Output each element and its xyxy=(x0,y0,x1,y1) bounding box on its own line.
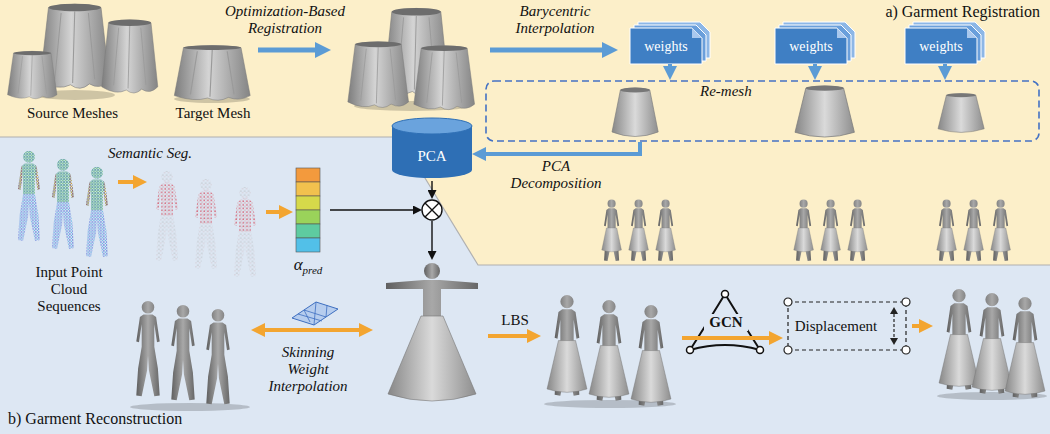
step-label: Barycentric Interpolation xyxy=(505,3,605,37)
offset-arrow xyxy=(890,307,898,314)
text-holder: b) Garment Reconstruction xyxy=(8,410,182,428)
corner-dot xyxy=(784,346,792,354)
dashed-border xyxy=(486,81,1039,141)
panel-ground xyxy=(0,137,1050,434)
input-caption: Input Point Cloud Sequences xyxy=(28,264,110,315)
document-label: weights xyxy=(919,38,963,55)
page-fold xyxy=(967,28,977,38)
text-holder: weights xyxy=(905,28,977,64)
vector-cell xyxy=(296,224,320,238)
text-holder: Re-mesh xyxy=(700,82,752,100)
page-fold xyxy=(837,28,847,38)
subscript-label: pred xyxy=(303,264,323,276)
step-label: LBS xyxy=(490,312,540,329)
text-holder: weights xyxy=(630,28,702,64)
weights-document: weights xyxy=(775,22,855,64)
step-label: Optimization-Based Registration xyxy=(215,3,355,37)
box-label: Displacement xyxy=(795,318,877,335)
page xyxy=(630,28,702,64)
edge-label: PCA Decomposition xyxy=(504,158,608,192)
text-holder: αpred xyxy=(286,256,330,276)
mesh-caption: Target Mesh xyxy=(163,105,263,122)
step-label: Semantic Seg. xyxy=(102,145,198,162)
page-fold xyxy=(692,28,702,38)
corner-dot xyxy=(784,298,792,306)
coefficient-symbol: α xyxy=(294,256,303,273)
offset-arrow xyxy=(893,314,894,338)
vector-cell xyxy=(296,182,320,196)
step-label: Skinning Weight Interpolation xyxy=(262,344,354,395)
panel-border xyxy=(0,137,1050,265)
text-holder: a) Garment Registration xyxy=(885,3,1040,21)
vector-cell xyxy=(296,238,320,252)
page xyxy=(775,28,847,64)
dashed-border xyxy=(788,302,906,350)
vector-cell xyxy=(296,196,320,210)
text-holder: PCA xyxy=(392,134,472,178)
mesh-caption: Source Meshes xyxy=(15,105,130,122)
corner-dot xyxy=(902,298,910,306)
text-holder: weights xyxy=(775,28,847,64)
vector-cell xyxy=(296,168,320,182)
document-label: weights xyxy=(644,38,688,55)
panel-title: b) Garment Reconstruction xyxy=(8,410,182,427)
offset-arrow xyxy=(890,338,898,345)
coefficient-vector-outline xyxy=(286,168,330,280)
weights-document: weights xyxy=(905,22,985,64)
page xyxy=(905,28,977,64)
remesh-group-box-outline xyxy=(485,80,1040,142)
vector-cell xyxy=(296,210,320,224)
corner-dot xyxy=(902,346,910,354)
coefficient-vector: αpred xyxy=(286,168,330,280)
network-label: GCN xyxy=(704,314,748,331)
document-label: weights xyxy=(789,38,833,55)
group-label: Re-mesh xyxy=(700,83,752,100)
panel-title: a) Garment Registration xyxy=(885,3,1040,20)
cylinder-top xyxy=(392,118,472,134)
database-label: PCA xyxy=(417,148,446,165)
pca-database: PCA xyxy=(392,118,472,178)
remesh-group-box: Re-mesh xyxy=(485,80,1040,142)
weights-document: weights xyxy=(630,22,710,64)
displacement-box: Displacement xyxy=(784,298,910,354)
text-holder: Displacement xyxy=(788,298,884,354)
